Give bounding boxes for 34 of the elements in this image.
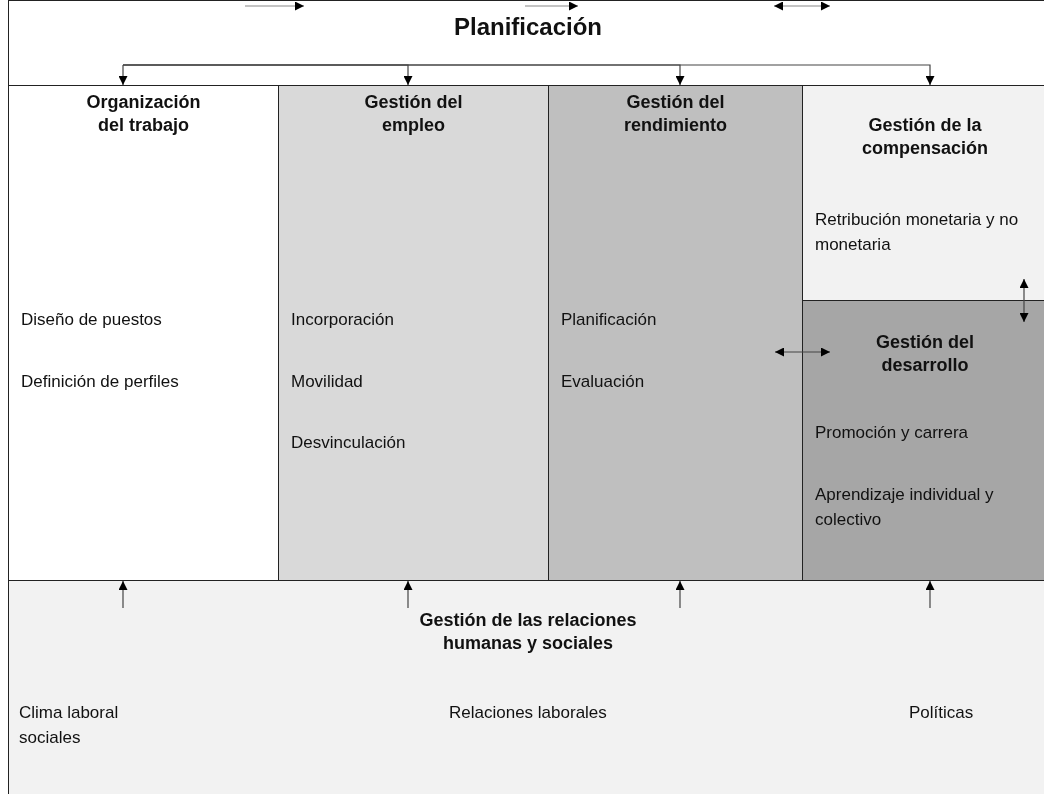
item-text: Promoción y carrera	[815, 422, 970, 444]
box-heading: Organización del trabajo	[85, 91, 202, 138]
item-text: Movilidad	[291, 371, 364, 393]
category-box	[8, 0, 1044, 86]
item-text: Aprendizaje individual y colectivo	[815, 484, 995, 531]
arrow	[118, 580, 128, 609]
item-text: Definición de perfiles	[21, 371, 180, 393]
item-text: Políticas	[909, 702, 975, 724]
box-heading: Planificación	[452, 12, 603, 42]
box-heading: Gestión del empleo	[363, 91, 464, 138]
arrow	[925, 580, 935, 609]
category-box	[802, 85, 1044, 301]
arrow	[1019, 278, 1029, 323]
category-box	[278, 85, 549, 581]
arrow	[122, 64, 935, 86]
item-text: Clima laboral sociales	[19, 702, 120, 749]
item-text: Diseño de puestos	[21, 309, 163, 331]
arrow	[774, 347, 831, 357]
arrow	[403, 580, 413, 609]
item-text: Planificación	[561, 309, 658, 331]
box-heading: Gestión del desarrollo	[875, 331, 975, 378]
category-box	[802, 300, 1044, 581]
arrow	[118, 64, 128, 86]
item-text: Evaluación	[561, 371, 646, 393]
category-box	[548, 85, 803, 581]
arrow	[675, 580, 685, 609]
item-text: Incorporación	[291, 309, 395, 331]
item-text: Retribución monetaria y no monetaria	[815, 209, 1020, 256]
category-box	[8, 580, 1044, 794]
box-heading: Gestión del rendimiento	[623, 91, 728, 138]
box-heading: Gestión de la compensación	[860, 114, 989, 161]
box-heading: Gestión de las relaciones humanas y sociales	[418, 609, 638, 656]
item-text: Relaciones laborales	[449, 702, 608, 724]
item-text: Desvinculación	[291, 432, 407, 454]
